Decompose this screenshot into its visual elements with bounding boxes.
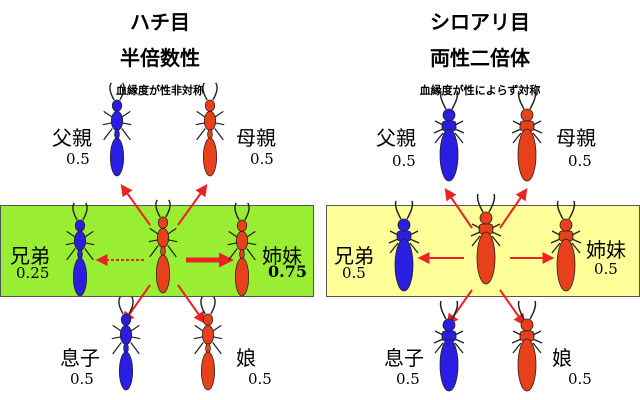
- right-mother-label: 母親: [556, 126, 596, 150]
- termite-father-icon: [433, 90, 465, 182]
- arrow-to-mother: [177, 184, 208, 226]
- left-caption: 血縁度が性非対称: [116, 84, 204, 97]
- left-father-value: 0.5: [66, 150, 90, 168]
- wasp-self-icon: [148, 199, 178, 294]
- termite-sister-icon: [550, 200, 582, 292]
- right-father-value: 0.5: [392, 152, 416, 170]
- right-brother-value: 0.5: [342, 264, 366, 282]
- wasp-brother-icon: [65, 202, 95, 297]
- right-title: シロアリ目: [430, 10, 530, 34]
- right-daughter-label: 娘: [552, 346, 572, 370]
- left-daughter-label: 娘: [236, 346, 256, 370]
- left-son-value: 0.5: [70, 370, 94, 388]
- wasp-son-icon: [111, 296, 141, 391]
- left-sister-value: 0.75: [268, 262, 307, 281]
- left-title: ハチ目: [130, 10, 190, 34]
- termite-son-icon: [433, 300, 465, 392]
- right-mother-value: 0.5: [568, 152, 592, 170]
- right-brother-label: 兄弟: [334, 244, 374, 268]
- left-daughter-value: 0.5: [248, 370, 272, 388]
- arrow-to-son: [446, 289, 473, 326]
- right-sister-label: 姉妹: [586, 238, 626, 262]
- right-caption: 血縁度が性によらず対称: [419, 84, 541, 97]
- wasp-daughter-icon: [193, 296, 223, 391]
- arrow-to-mother: [499, 188, 528, 229]
- left-father-label: 父親: [52, 126, 92, 150]
- left-brother-value: 0.25: [16, 264, 50, 282]
- right-son-label: 息子: [384, 346, 424, 370]
- termite-brother-icon: [388, 200, 420, 292]
- left-subtitle: 半倍数性: [120, 46, 200, 70]
- arrow-to-daughter: [177, 284, 206, 324]
- left-mother-value: 0.5: [250, 150, 274, 168]
- termite-mother-icon: [511, 90, 543, 182]
- right-daughter-value: 0.5: [568, 370, 592, 388]
- arrow-to-father: [444, 188, 473, 229]
- left-sister-label: 姉妹: [262, 244, 302, 268]
- wasp-father-icon: [102, 82, 132, 177]
- left-mother-label: 母親: [236, 126, 276, 150]
- wasp-sister-icon: [227, 202, 257, 297]
- arrow-to-daughter: [499, 289, 526, 326]
- right-subtitle: 両性二倍体: [430, 46, 530, 70]
- arrow-to-father: [120, 184, 151, 226]
- termite-self-icon: [470, 193, 502, 285]
- left-brother-label: 兄弟: [10, 244, 50, 268]
- right-son-value: 0.5: [396, 370, 420, 388]
- left-son-label: 息子: [60, 346, 100, 370]
- right-sister-value: 0.5: [594, 260, 618, 278]
- wasp-mother-icon: [195, 82, 225, 177]
- right-father-label: 父親: [376, 126, 416, 150]
